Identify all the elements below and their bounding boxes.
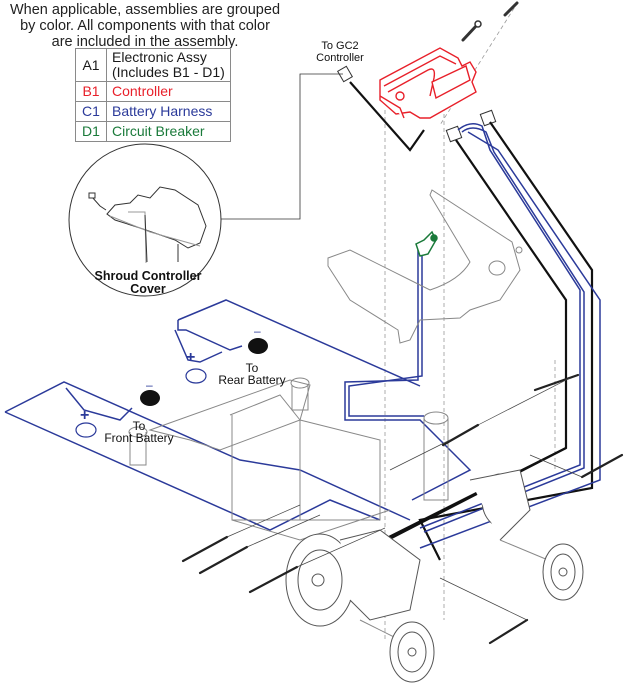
legend-label: Battery Harness [106,101,231,122]
anti-tip-wheel [359,539,584,683]
legend-row-d1: D1 Circuit Breaker [75,121,231,142]
shroud-detail-callout [68,73,343,297]
callout-line: To GC2 [321,40,359,52]
legend-label-line: (Includes B1 - D1) [112,64,225,80]
negative-terminal-icon [140,338,268,406]
front-battery-label: To Front Battery [94,420,184,444]
callout-line: To [245,361,259,375]
bolt-icon [181,373,624,645]
gc2-controller-callout: To GC2 Controller [312,40,368,64]
legend-row-c1: C1 Battery Harness [75,101,231,122]
front-positive-sign: + [80,407,90,424]
circuit-breaker-icon [415,230,438,257]
power-cables [349,81,594,601]
legend-label: Circuit Breaker [106,121,231,142]
shroud-cover-label: Shroud Controller Cover [78,270,218,296]
callout-line: Front Battery [104,431,174,445]
leader-lines [226,377,583,621]
callout-line: To [132,419,146,433]
callout-line: Rear Battery [218,373,286,387]
positive-terminal-icon [75,368,207,438]
legend-row-b1: B1 Controller [75,81,231,102]
note-line: by color. All components with that color [20,18,270,34]
assembly-legend-table: A1 Electronic Assy (Includes B1 - D1) B1… [75,48,231,142]
connector-icon [336,65,497,143]
legend-label: Controller [106,81,231,102]
note-line: When applicable, assemblies are grouped [9,2,281,18]
front-negative-sign: – [146,378,153,392]
callout-line: Shroud Controller [94,269,202,283]
legend-label-line: Electronic Assy [112,49,207,65]
legend-label: Electronic Assy (Includes B1 - D1) [106,48,231,82]
screw-icon [461,1,519,42]
controller-icon [379,47,477,119]
legend-row-a1: A1 Electronic Assy (Includes B1 - D1) [75,48,231,82]
note-line: are included in the assembly. [51,34,239,50]
frame [128,377,449,541]
legend-code: A1 [75,48,107,82]
legend-code: C1 [75,101,107,122]
legend-code: D1 [75,121,107,142]
motor [285,469,531,627]
rear-positive-sign: + [186,349,196,366]
callout-line: Controller [316,52,364,64]
shroud [327,189,523,344]
rear-battery-label: To Rear Battery [212,362,292,386]
callout-line: Cover [130,282,166,296]
assembly-color-note: When applicable, assemblies are grouped … [0,2,290,50]
rear-negative-sign: – [254,324,261,338]
legend-code: B1 [75,81,107,102]
